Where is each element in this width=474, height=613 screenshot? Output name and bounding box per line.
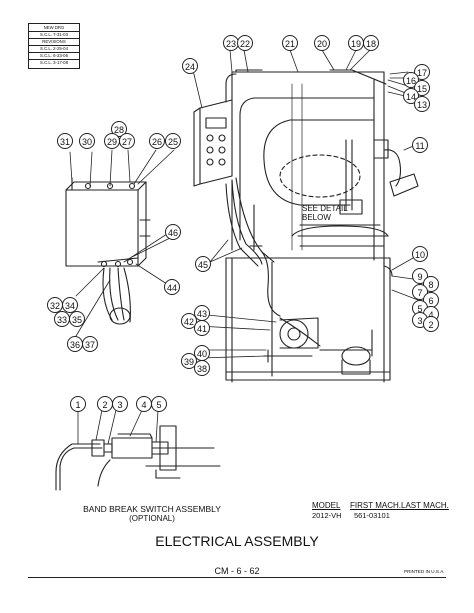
revision-line: S.C.L. 2-25-04 — [29, 45, 79, 53]
callout-22: 22 — [237, 35, 253, 51]
callout-4-detail: 4 — [136, 396, 152, 412]
last-mach-header: LAST MACH. — [401, 501, 449, 510]
assembly-caption-title: BAND BREAK SWITCH ASSEMBLY — [83, 504, 221, 514]
callout-25: 25 — [165, 133, 181, 149]
callout-10: 10 — [412, 246, 428, 262]
callout-13: 13 — [414, 96, 430, 112]
callout-27: 27 — [119, 133, 135, 149]
callout-33: 33 — [54, 311, 70, 327]
column-control-box — [193, 99, 233, 187]
revision-line: S.C.L. 7-31-03 — [29, 31, 79, 39]
first-mach-header: FIRST MACH. — [350, 501, 401, 510]
printed-note: PRINTED IN U.S.A. — [404, 569, 445, 574]
page-title: ELECTRICAL ASSEMBLY — [155, 533, 319, 549]
callout-46: 46 — [165, 224, 181, 240]
detail-note: SEE DETAIL BELOW — [302, 204, 348, 222]
callout-31: 31 — [57, 133, 73, 149]
callout-40: 40 — [194, 345, 210, 361]
callout-36: 36 — [67, 336, 83, 352]
callout-19: 19 — [348, 35, 364, 51]
revision-line: S.C.L. 3-17-08 — [40, 60, 68, 65]
band-break-switch-detail — [55, 425, 221, 491]
model-header: MODEL — [312, 501, 341, 510]
callout-35: 35 — [69, 311, 85, 327]
callout-30: 30 — [79, 133, 95, 149]
callout-24: 24 — [182, 58, 198, 74]
callout-41: 41 — [194, 320, 210, 336]
detail-ellipse — [279, 154, 361, 198]
callout-34: 34 — [62, 297, 78, 313]
callout-3-detail: 3 — [112, 396, 128, 412]
callout-18: 18 — [363, 35, 379, 51]
callout-2-detail: 2 — [97, 396, 113, 412]
callout-38: 38 — [194, 360, 210, 376]
page-number: CM - 6 - 62 — [214, 566, 260, 576]
callout-11: 11 — [412, 137, 428, 153]
revision-block: NEW DRG S.C.L. 7-31-03 REVISIONS S.C.L. … — [28, 23, 80, 69]
callout-5-detail: 5 — [151, 396, 167, 412]
callout-21: 21 — [282, 35, 298, 51]
assembly-caption-subtitle: (OPTIONAL) — [129, 514, 175, 523]
callout-45: 45 — [195, 256, 211, 272]
callout-37: 37 — [82, 336, 98, 352]
wall-electrical-box — [65, 177, 151, 325]
callout-1: 1 — [70, 396, 86, 412]
leader-lines — [69, 49, 423, 445]
callout-2: 2 — [423, 316, 439, 332]
callout-29: 29 — [104, 133, 120, 149]
first-mach-value: 561-03101 — [354, 511, 390, 520]
model-value: 2012-VH — [312, 511, 342, 520]
saw-frame — [225, 71, 391, 383]
footer-rule — [28, 577, 446, 578]
revision-line: S.C.L. 6-23-06 — [29, 52, 79, 60]
revision-line: REVISIONS — [29, 38, 79, 46]
detail-note-line: BELOW — [302, 213, 331, 222]
callout-26: 26 — [149, 133, 165, 149]
callout-20: 20 — [314, 35, 330, 51]
revision-line: NEW DRG — [29, 24, 79, 32]
drive-motor — [263, 317, 371, 375]
callout-44: 44 — [164, 279, 180, 295]
detail-note-line: SEE DETAIL — [302, 204, 348, 213]
